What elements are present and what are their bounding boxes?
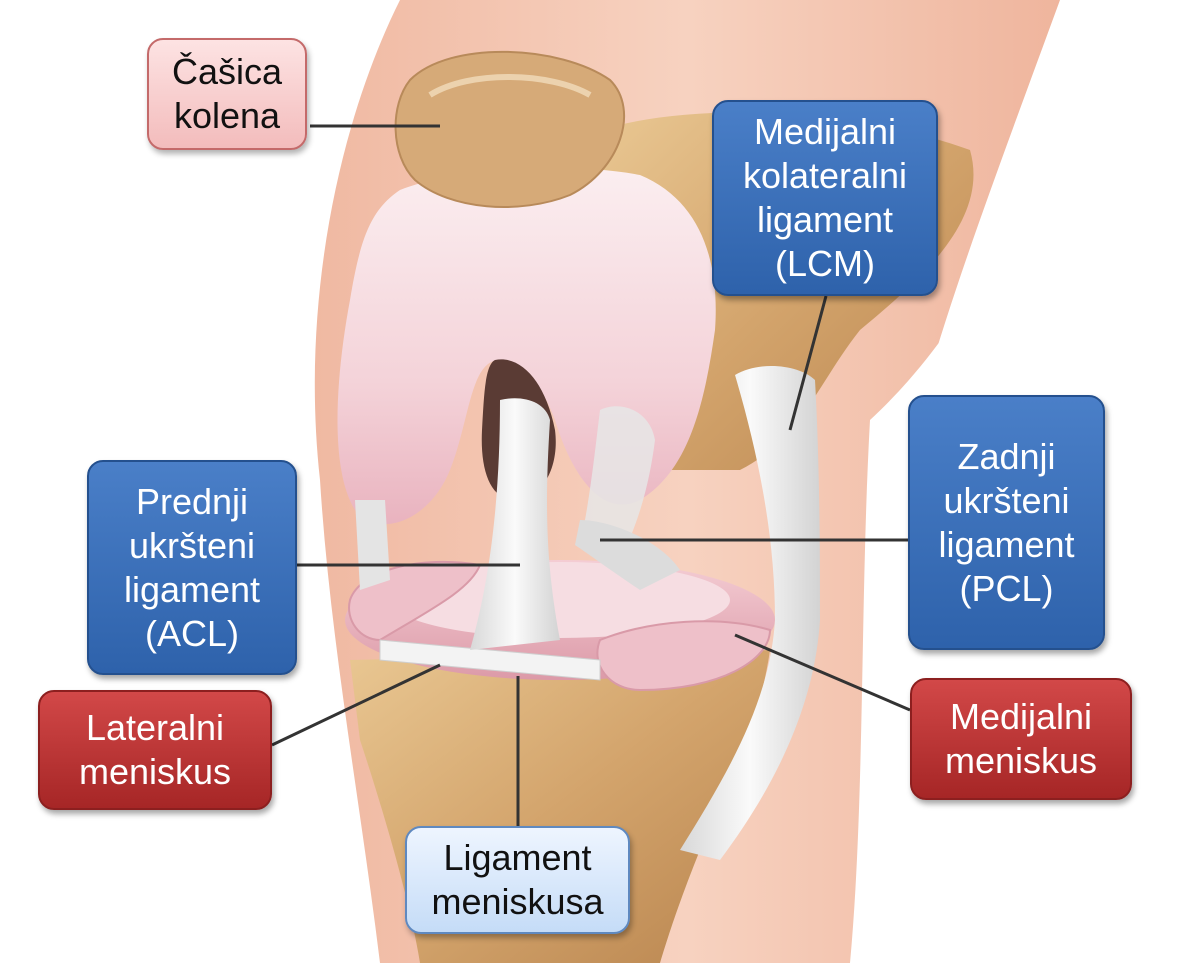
mcl-shape (680, 365, 820, 860)
label-medijalni-meniskus: Medijalni meniskus (910, 678, 1132, 800)
leader-lcm (788, 295, 828, 431)
label-acl-text: Prednji ukršteni ligament (ACL) (123, 480, 261, 654)
leader-medijalni-meniskus (734, 633, 911, 712)
label-pcl-text: Zadnji ukršteni ligament (PCL) (938, 435, 1075, 609)
acl-shape (470, 398, 560, 650)
leader-lines (271, 124, 911, 826)
lcl-shape (355, 500, 390, 590)
patella (394, 50, 626, 208)
label-casica-kolena-text: Čašica kolena (171, 51, 283, 136)
label-ligament-meniskusa-text: Ligament meniskusa (431, 837, 604, 922)
leader-lateralni-meniskus (271, 663, 441, 747)
label-medijalni-meniskus-text: Medijalni meniskus (944, 696, 1098, 781)
patella-highlight (428, 74, 592, 98)
medial-meniscus-shape (596, 620, 772, 692)
label-ligament-meniskusa: Ligament meniskusa (405, 826, 630, 934)
transverse-ligament-shape (379, 639, 601, 681)
label-medijalni-kolateralni-ligament: Medijalni kolateralni ligament (LCM) (712, 100, 938, 296)
pcl-shape (580, 406, 655, 560)
label-lateralni-meniskus-text: Lateralni meniskus (78, 707, 232, 792)
label-lateralni-meniskus: Lateralni meniskus (38, 690, 272, 810)
label-lcm-text: Medijalni kolateralni ligament (LCM) (742, 111, 908, 284)
label-casica-kolena: Čašica kolena (147, 38, 307, 150)
pcl-base (575, 520, 680, 590)
label-prednji-ukrsteni-ligament: Prednji ukršteni ligament (ACL) (87, 460, 297, 675)
label-zadnji-ukrsteni-ligament: Zadnji ukršteni ligament (PCL) (908, 395, 1105, 650)
